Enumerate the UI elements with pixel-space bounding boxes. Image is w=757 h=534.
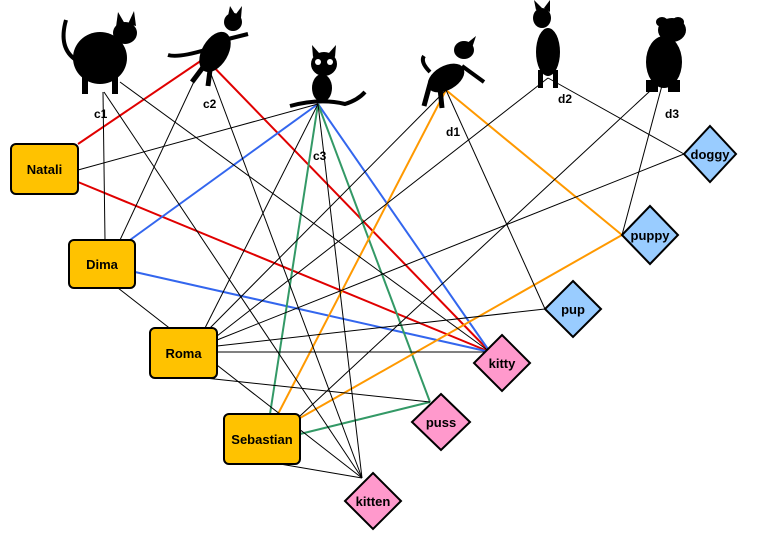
edge-sebastian-d1 — [277, 89, 447, 415]
dog-word-node — [543, 279, 603, 339]
edge-c2-kitty — [204, 57, 491, 353]
person-label: Sebastian — [231, 432, 292, 447]
animal-label: c2 — [203, 97, 217, 111]
dog-word-node — [682, 124, 738, 184]
word-label: puppy — [631, 228, 671, 243]
dog-word-node — [620, 204, 680, 266]
dog-doberman-icon — [533, 0, 560, 88]
person-natali: Natali — [10, 143, 79, 195]
person-node — [149, 327, 218, 379]
edge-natali-c2 — [77, 57, 206, 145]
edge-roma-pup — [216, 308, 546, 347]
animal-label: c3 — [313, 149, 327, 163]
person-node — [10, 143, 79, 195]
word-label: pup — [561, 302, 585, 317]
cat-sitting-icon — [61, 11, 137, 94]
word-doggy: doggy — [682, 124, 738, 184]
person-roma: Roma — [149, 327, 218, 379]
edge-dima-kitten — [117, 287, 363, 479]
person-node — [223, 413, 301, 465]
word-puss: puss — [410, 392, 472, 452]
cat-word-node — [343, 471, 403, 531]
animal-label: d1 — [446, 125, 460, 139]
edge-dima-c2 — [119, 57, 206, 241]
edge-d1-pup — [445, 89, 546, 310]
person-label: Natali — [27, 162, 62, 177]
word-label: puss — [426, 415, 456, 430]
edge-roma-c3 — [204, 103, 319, 329]
animal-c2: c2 — [167, 6, 249, 111]
edge-roma-d1 — [209, 89, 447, 329]
edge-c1-kitten — [103, 91, 363, 479]
dog-sitting-icon — [646, 17, 686, 92]
edge-sebastian-c3 — [269, 103, 319, 415]
cat-word-node — [472, 333, 532, 393]
animal-c1: c1 — [61, 11, 137, 121]
person-label: Roma — [165, 346, 202, 361]
edge-d3-puppy — [621, 77, 665, 236]
edge-d1-puppy — [445, 89, 623, 236]
animal-d3: d3 — [646, 17, 686, 121]
edge-c3-puss — [317, 103, 431, 403]
edge-d2-doggy — [547, 77, 685, 155]
edge-sebastian-d3 — [299, 77, 665, 417]
word-label: kitten — [356, 494, 391, 509]
edge-c3-kitten — [317, 103, 363, 479]
word-pup: pup — [543, 279, 603, 339]
animal-d1: d1 — [420, 36, 486, 139]
word-kitten: kitten — [343, 471, 403, 531]
edge-roma-puss — [204, 377, 431, 403]
person-sebastian: Sebastian — [223, 413, 301, 465]
edge-c2-kitten — [204, 57, 363, 479]
edge-layer — [77, 57, 685, 479]
cat-playing-icon — [167, 6, 249, 87]
person-dima: Dima — [68, 239, 136, 289]
person-node — [68, 239, 136, 289]
edge-dima-c1 — [102, 91, 106, 241]
dog-jumping-icon — [420, 36, 486, 109]
edge-sebastian-puppy — [299, 234, 623, 419]
edge-roma-d2 — [216, 77, 549, 337]
edge-c3-kitty — [317, 103, 491, 353]
cat-word-node — [410, 392, 472, 452]
edge-dima-c3 — [129, 103, 319, 241]
animal-label: c1 — [94, 107, 108, 121]
edge-natali-c3 — [77, 103, 319, 171]
word-kitty: kitty — [472, 333, 532, 393]
word-label: doggy — [691, 147, 731, 162]
animal-d2: d2 — [533, 0, 572, 106]
animal-c3: c3 — [289, 45, 367, 163]
edge-sebastian-puss — [299, 401, 431, 435]
edge-sebastian-kitten — [279, 463, 363, 479]
animal-label: d2 — [558, 92, 572, 106]
word-label: kitty — [489, 356, 517, 371]
edge-roma-doggy — [216, 153, 685, 341]
person-label: Dima — [86, 257, 119, 272]
cat-cartoon-icon — [289, 45, 367, 108]
edge-natali-kitty — [77, 181, 491, 353]
edge-dima-kitty — [134, 271, 491, 353]
word-puppy: puppy — [620, 204, 680, 266]
animal-label: d3 — [665, 107, 679, 121]
edge-c1-kitty — [119, 81, 491, 353]
